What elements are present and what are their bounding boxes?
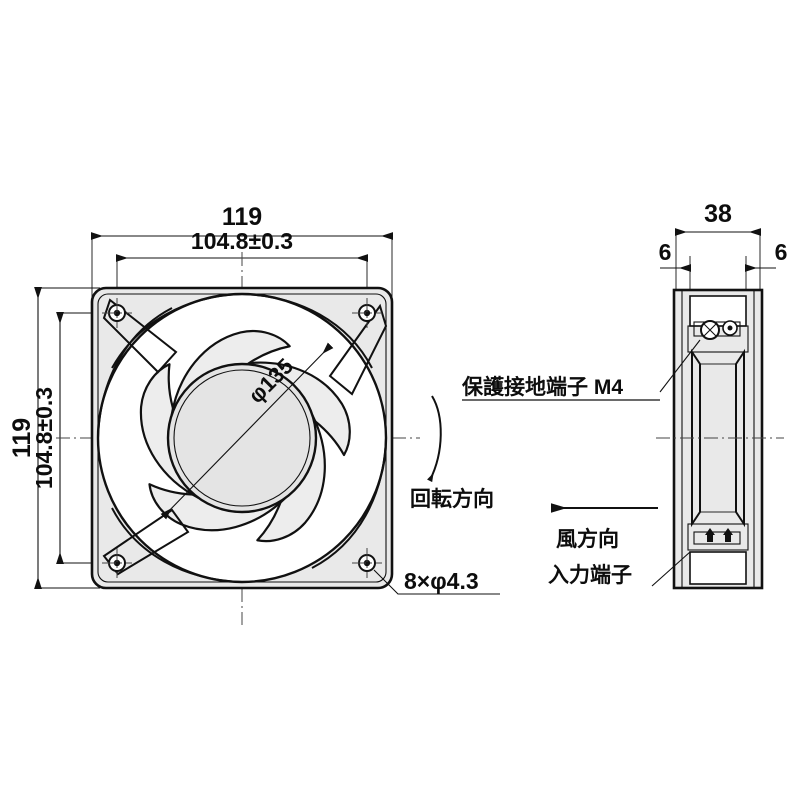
callout-value-input-terminal: 入力端子 — [548, 564, 632, 587]
dimension-inset-left: 6 — [659, 239, 691, 272]
dimension-value-pitch-horizontal: 104.8±0.3 — [191, 228, 293, 254]
callout-value-rotation-direction: 回転方向 — [410, 487, 494, 511]
side-view-body — [656, 288, 784, 590]
callout-airflow-direction: 風方向 — [551, 503, 658, 551]
callout-earth-terminal: 保護接地端子 M4 — [461, 339, 701, 401]
earth-terminal-group — [693, 320, 741, 340]
callout-value-mounting-holes: 8×φ4.3 — [404, 568, 479, 594]
callout-value-airflow-direction: 風方向 — [556, 527, 619, 551]
front-view-extension-lines — [38, 236, 393, 589]
callout-rotation-direction: 回転方向 — [410, 395, 494, 511]
dimension-inset-right: 6 — [745, 239, 788, 272]
callout-input-terminal: 入力端子 — [548, 551, 691, 587]
input-terminal-group — [693, 528, 741, 545]
callout-mounting-holes: 8×φ4.3 — [373, 568, 500, 595]
fan-blade-tips — [97, 293, 387, 583]
mounting-hole-bottom-left — [102, 548, 132, 578]
mounting-hole-bottom-right — [352, 548, 382, 578]
dimension-value-pitch-vertical: 104.8±0.3 — [31, 387, 57, 489]
mounting-holes — [102, 298, 382, 578]
dimension-value-inset-right: 6 — [775, 239, 788, 265]
dimension-overall-width: 119 — [91, 203, 393, 240]
mounting-hole-top-right — [352, 298, 382, 328]
dimension-value-height: 119 — [8, 418, 36, 458]
dimension-value-inset-left: 6 — [659, 239, 672, 265]
dimension-overall-height: 119 — [8, 287, 42, 589]
dimension-value-width: 119 — [222, 203, 262, 231]
pitch-h-text: 104.8±0.3 — [191, 228, 293, 254]
dimension-hole-pitch-vertical: 104.8±0.3 — [31, 312, 64, 564]
dimension-overall-depth: 38 — [675, 200, 761, 236]
callout-value-earth-terminal: 保護接地端子 M4 — [461, 375, 623, 399]
mounting-hole-top-left — [102, 298, 132, 328]
dimension-value-depth: 38 — [704, 200, 732, 228]
